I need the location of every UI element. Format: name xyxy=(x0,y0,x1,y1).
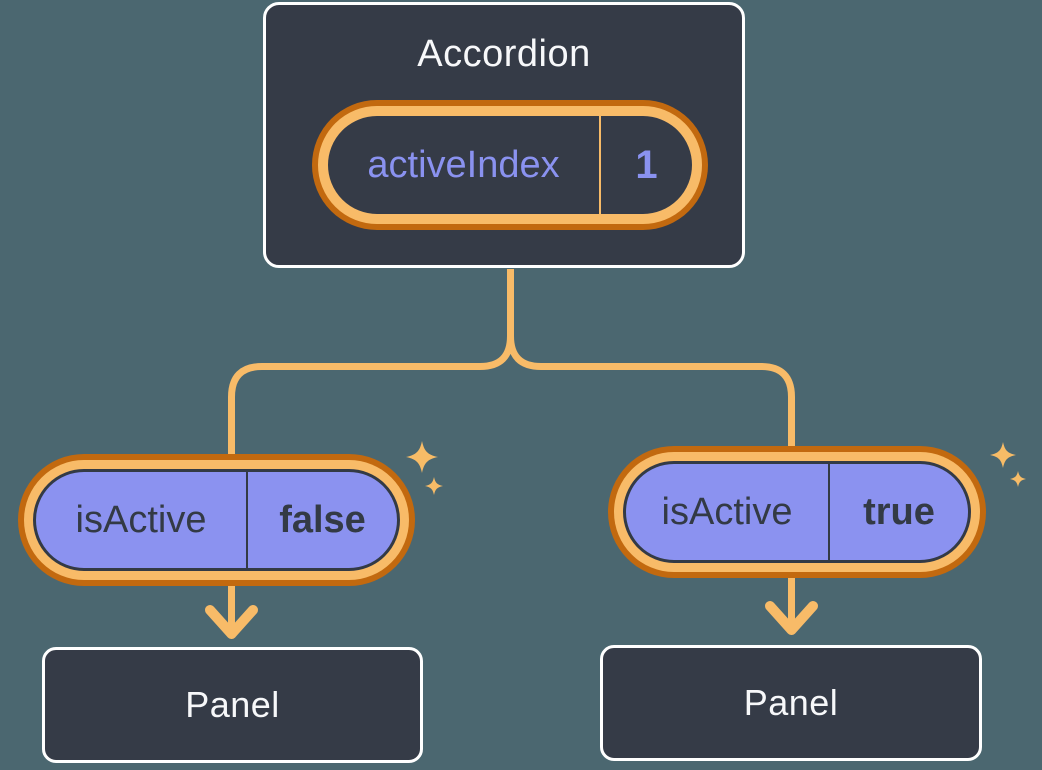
sparkle-icon xyxy=(990,442,1016,468)
prop-name: isActive xyxy=(75,498,207,541)
prop-name: isActive xyxy=(661,490,793,533)
prop-pill-divider xyxy=(828,464,830,560)
prop-pill-divider xyxy=(246,472,248,568)
sparkle-icon xyxy=(425,477,443,495)
sparkle-icon xyxy=(406,441,438,473)
sparkle-icon xyxy=(1010,471,1026,487)
panel-node-left: Panel xyxy=(42,647,423,763)
prop-value: false xyxy=(279,498,366,541)
arrowhead-left-icon xyxy=(205,605,258,639)
tree-connector-right xyxy=(507,269,795,630)
state-pill-divider xyxy=(599,116,601,214)
panel-label: Panel xyxy=(743,682,839,723)
arrowhead-right-icon xyxy=(765,601,818,635)
prop-pill-true: isActive true xyxy=(623,461,971,563)
accordion-title: Accordion xyxy=(417,33,591,75)
prop-pill-false: isActive false xyxy=(33,469,400,571)
prop-value: true xyxy=(863,490,935,533)
state-pill: activeIndex 1 xyxy=(318,106,702,224)
panel-node-right: Panel xyxy=(600,645,982,761)
panel-label: Panel xyxy=(185,684,280,725)
tree-connector-left xyxy=(228,269,514,634)
state-value: 1 xyxy=(635,142,658,187)
state-name: activeIndex xyxy=(367,143,560,186)
